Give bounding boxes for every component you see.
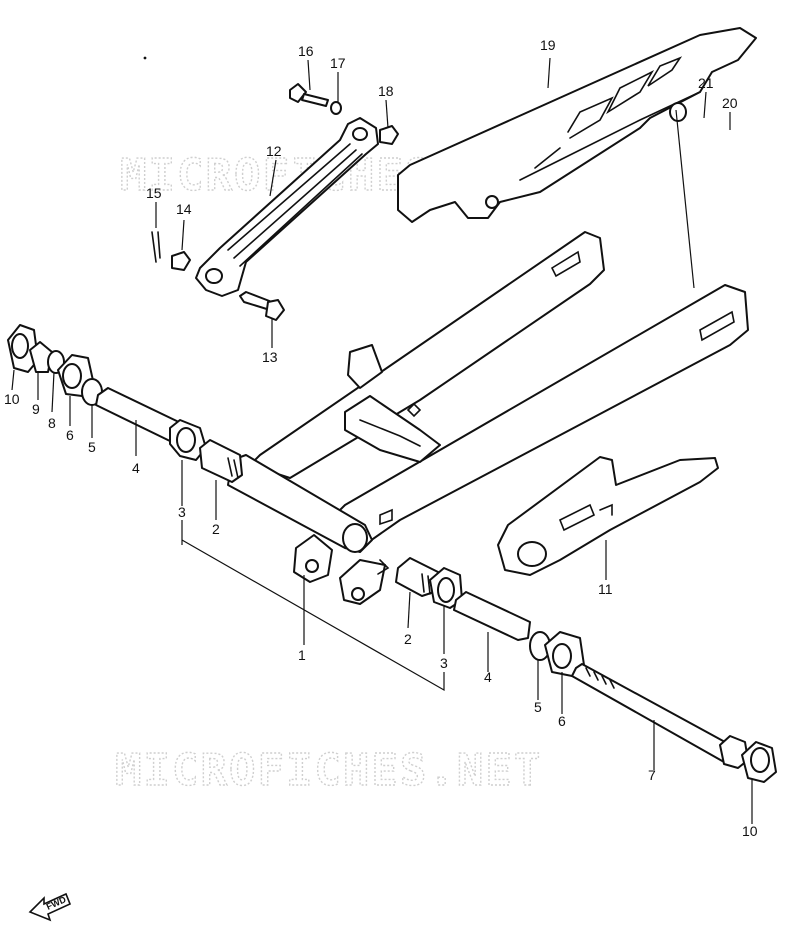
callout-7: 7 [648, 767, 656, 783]
callout-20: 20 [722, 95, 738, 111]
part-collar-3-right [429, 567, 463, 609]
part-bearing-2-left [199, 439, 243, 483]
callout-1: 1 [298, 647, 306, 663]
part-nut-18 [379, 125, 399, 145]
part-spacer-4-right [453, 591, 531, 641]
stray-dot [143, 56, 147, 60]
part-cotter-pin-15 [151, 231, 161, 263]
callout-21: 21 [698, 75, 714, 91]
part-nut-14 [171, 251, 191, 271]
callout-3-left: 3 [178, 504, 186, 520]
leader-lines [11, 57, 753, 824]
callout-13: 13 [262, 349, 278, 365]
callout-3-right: 3 [440, 655, 448, 671]
callout-17: 17 [330, 55, 346, 71]
callout-5-left: 5 [88, 439, 96, 455]
part-collar-3-left [169, 419, 207, 461]
part-axle-7 [571, 663, 749, 769]
part-bolt-16 [289, 83, 329, 107]
part-chain-buffer [497, 456, 719, 576]
callout-6-right: 6 [558, 713, 566, 729]
callout-12: 12 [266, 143, 282, 159]
callout-10-left: 10 [4, 391, 20, 407]
callout-16: 16 [298, 43, 314, 59]
callout-15: 15 [146, 185, 162, 201]
part-swingarm [227, 231, 749, 605]
callout-2-right: 2 [404, 631, 412, 647]
part-collar-6-right [544, 631, 585, 677]
part-torque-link [195, 117, 379, 297]
callout-4-right: 4 [484, 669, 492, 685]
callout-6-left: 6 [66, 427, 74, 443]
part-cap-10-right [741, 741, 777, 783]
fwd-arrow-icon: FWD [28, 892, 72, 922]
callout-10-right: 10 [742, 823, 758, 839]
callout-19: 19 [540, 37, 556, 53]
watermark-bottom: MICROFICHES.NET [115, 745, 542, 796]
part-bolt-13 [239, 291, 285, 321]
callout-18: 18 [378, 83, 394, 99]
callout-9: 9 [32, 401, 40, 417]
callout-2-left: 2 [212, 521, 220, 537]
part-chain-case [397, 27, 757, 223]
callout-8: 8 [48, 415, 56, 431]
callout-4-left: 4 [132, 460, 140, 476]
part-washer-17 [330, 101, 342, 115]
callout-14: 14 [176, 201, 192, 217]
callout-11: 11 [598, 581, 613, 597]
callout-5-right: 5 [534, 699, 542, 715]
